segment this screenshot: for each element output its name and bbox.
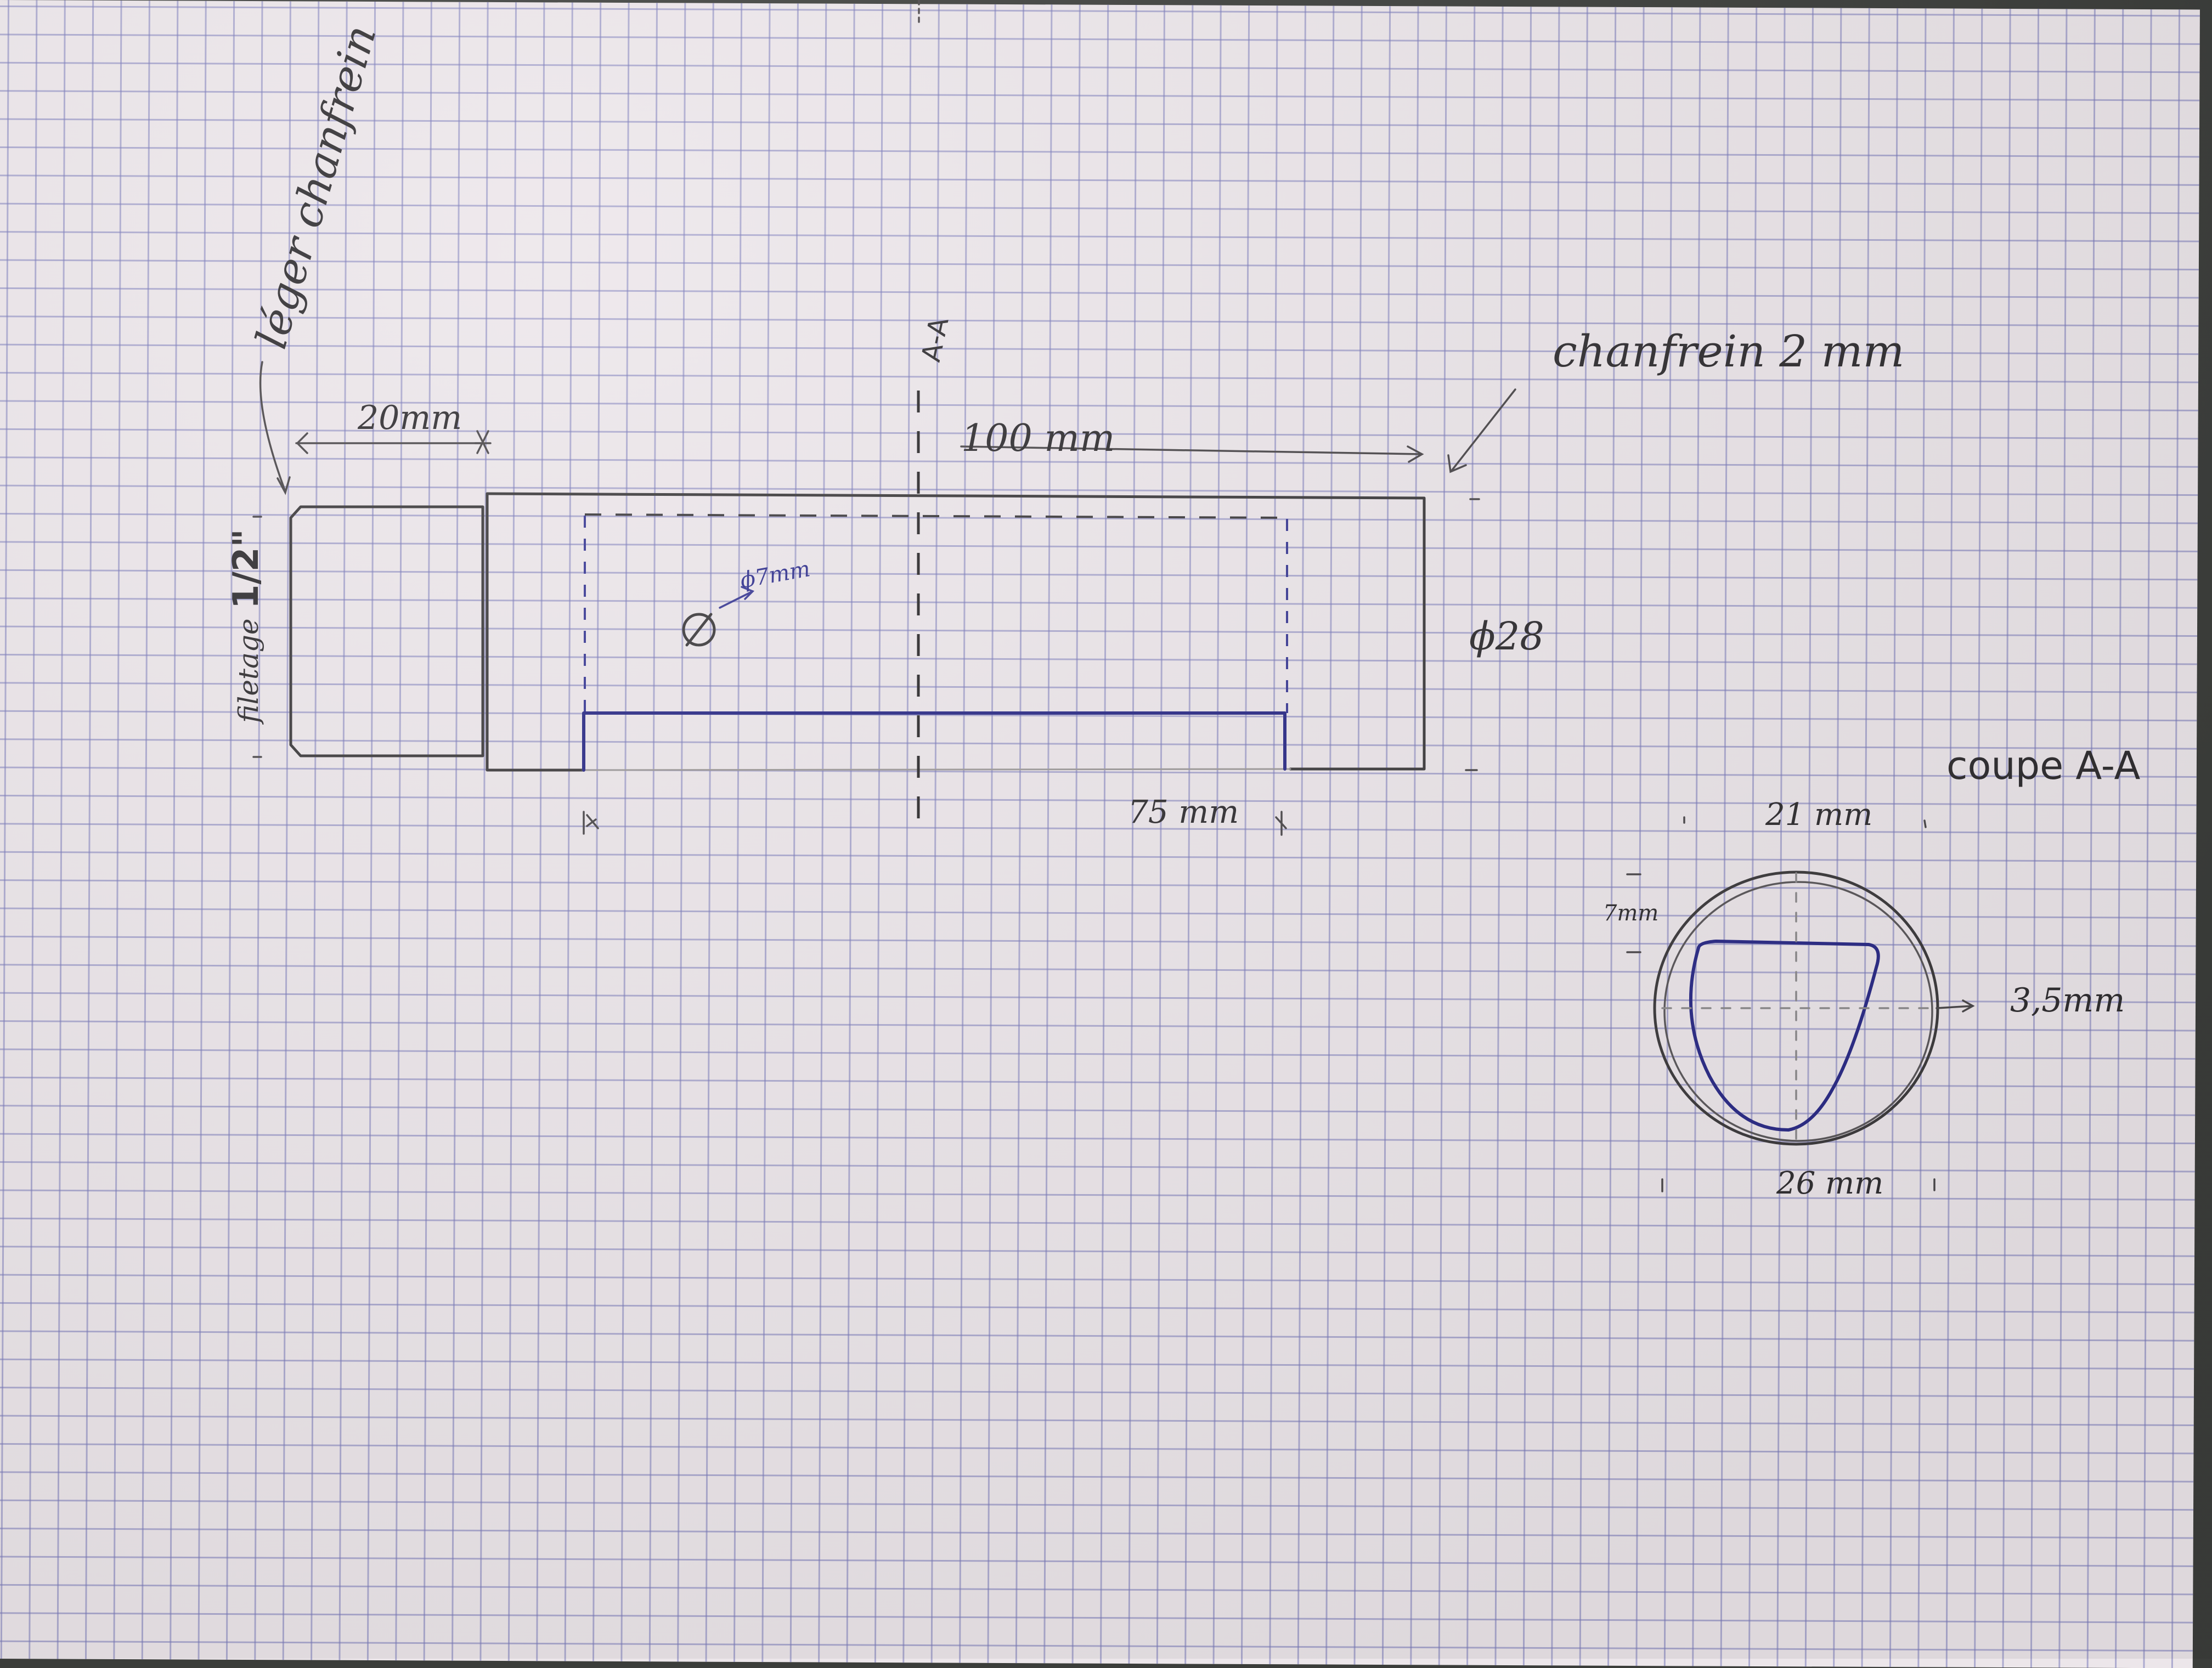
dim-100mm <box>960 445 1424 463</box>
section-depth-7mm: 7mm <box>1603 901 1658 926</box>
section-title: coupe A-A <box>1946 743 2140 788</box>
leger-chanfrein-leader <box>259 361 291 495</box>
leger-chanfrein-label: léger chanfrein <box>247 20 386 354</box>
chanfrein-2mm-label: chanfrein 2 mm <box>1553 326 1904 377</box>
threaded-end <box>289 505 484 757</box>
dim-diameter-28 <box>1465 498 1480 771</box>
length-75mm-label: 75 mm <box>1128 793 1239 830</box>
diameter-28-label: ϕ28 <box>1469 614 1544 659</box>
flat-slot-profile <box>582 711 1286 772</box>
section-wall-35mm: 3,5mm <box>2010 981 2125 1020</box>
section-width-21mm: 21 mm <box>1765 797 1872 833</box>
section-line-aa <box>917 0 920 834</box>
cross-hole-mark <box>682 586 755 647</box>
hole-diameter-label: ϕ7mm <box>738 556 812 593</box>
thread-size-label: 1/2" <box>226 529 267 609</box>
thread-label: filetage <box>233 619 264 725</box>
section-flat-profile <box>1689 940 1880 1132</box>
hidden-bore <box>584 513 1288 713</box>
dim-75mm <box>583 811 1287 836</box>
section-diameter-26mm: 26 mm <box>1776 1166 1883 1201</box>
section-view <box>1626 816 1975 1192</box>
dim-20mm <box>295 430 492 454</box>
main-body-outline <box>486 492 1426 772</box>
length-20mm-label: 20mm <box>357 399 462 437</box>
thread-ticks <box>252 516 262 758</box>
chanfrein-leader <box>1447 388 1516 473</box>
section-mark-label: A-A <box>916 315 955 365</box>
length-100mm-label: 100 mm <box>961 417 1115 460</box>
